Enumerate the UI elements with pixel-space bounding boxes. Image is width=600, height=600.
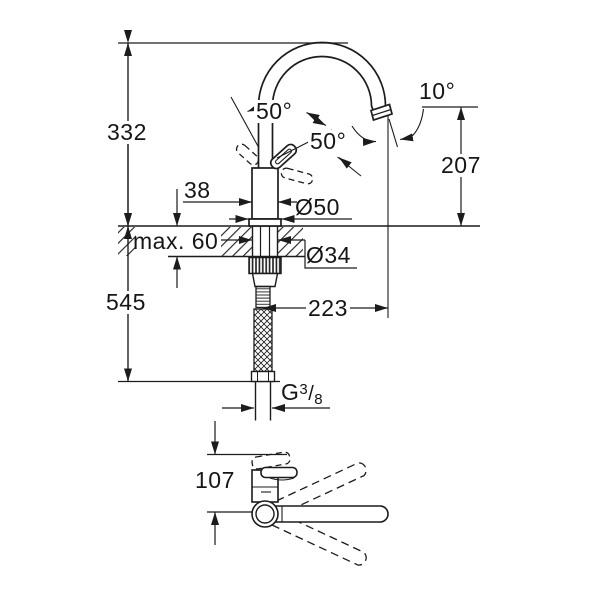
spout-aerator-line: [372, 108, 392, 117]
dim-label-10deg: 10°: [419, 78, 456, 104]
thread-sup: 3: [299, 381, 309, 398]
spout-inner-arc: [271, 55, 375, 112]
dim-label-332: 332: [105, 119, 149, 145]
dim-label-223: 223: [306, 295, 350, 321]
swivel-circle-inner: [255, 504, 275, 524]
dim-label-d50: Ø50: [295, 194, 340, 220]
plan-lever-dashed: [251, 451, 291, 470]
hose-end-fitting: [250, 370, 276, 383]
dim-label-max60: max. 60: [133, 228, 219, 254]
dim-label-545: 545: [104, 289, 148, 315]
mounting-nut: [248, 256, 282, 275]
spout-dashed-up: [264, 462, 367, 520]
plan-lever-curve: [269, 477, 295, 481]
spout-dashed-down: [264, 508, 367, 566]
lever-dashed-left: [235, 143, 260, 166]
hatch-right: [278, 227, 303, 256]
dim-label-50deg-right: 50°: [308, 128, 349, 154]
spout-plan-solid: [266, 505, 389, 523]
dim-label-d34: Ø34: [306, 242, 351, 268]
angle-annotations: [230, 96, 425, 177]
threaded-stub: [255, 285, 271, 309]
thread-slash: /: [308, 383, 315, 405]
dim-d34-leader: [304, 240, 357, 269]
dim-label-38: 38: [184, 177, 211, 203]
hatch-mid: [221, 227, 252, 256]
dim-label-g38: G3/8: [281, 379, 324, 408]
thread-g: G: [281, 379, 300, 405]
faucet-body: [251, 167, 279, 220]
faucet-plan-view: [251, 451, 389, 566]
dim-label-107: 107: [193, 467, 237, 493]
lever-dashed-down: [280, 167, 314, 185]
angle-arrow-2: [306, 112, 320, 123]
faucet-front-view: [235, 41, 394, 421]
angle-leader-down: [337, 156, 362, 177]
outlet-leader: [409, 108, 425, 139]
angle-arrow-4: [338, 157, 352, 169]
thread-sub: 8: [314, 391, 324, 408]
nut-collar: [251, 272, 279, 288]
lever-solid: [269, 143, 298, 170]
outlet-axis-line: [388, 118, 399, 148]
angle-arrow-3: [312, 115, 327, 126]
outlet-arc-left: [351, 125, 377, 146]
reference-lines: [118, 42, 480, 513]
plan-lever-bar: [260, 466, 298, 479]
dim-label-207: 207: [439, 152, 483, 178]
braided-hose: [253, 308, 273, 373]
angle-ray-left: [230, 96, 260, 149]
spout-outer-arc: [257, 41, 390, 114]
dim-label-50deg-left: 50°: [254, 98, 295, 124]
base-escutcheon: [248, 218, 282, 227]
